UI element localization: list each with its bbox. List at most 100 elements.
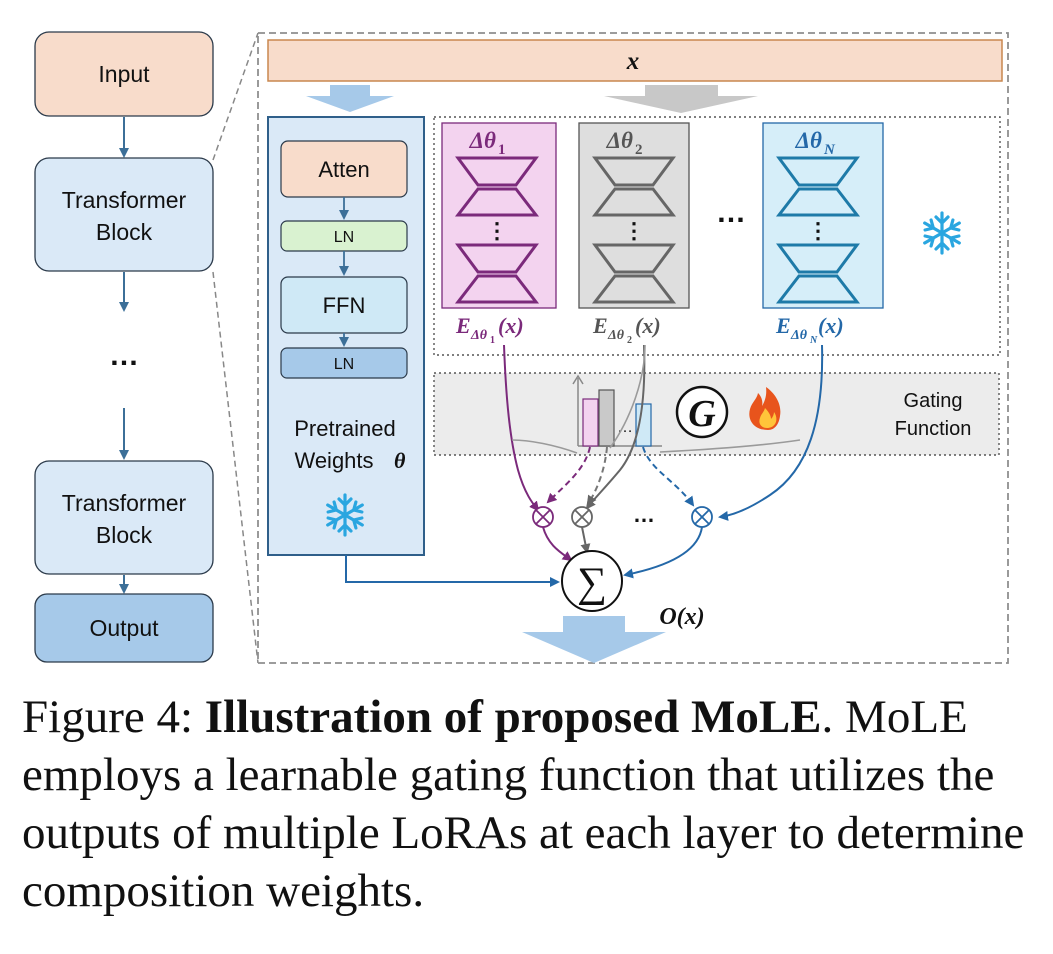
expert-n: Δθ N ⋮ E Δθ N (x) bbox=[762, 122, 884, 346]
caption-title-period: . bbox=[821, 691, 834, 743]
output-box bbox=[34, 593, 214, 663]
expert-n-output-subsub: N bbox=[809, 335, 818, 346]
gating-bar-1 bbox=[582, 398, 599, 447]
expert-1-output-subsub: 1 bbox=[490, 335, 495, 346]
expert-2-dots: ⋮ bbox=[623, 218, 645, 243]
output-down-arrow bbox=[522, 616, 666, 663]
multiply-2 bbox=[571, 506, 593, 528]
flow-expert-1-to-gating bbox=[511, 439, 578, 454]
input-x-bar bbox=[267, 39, 1003, 82]
gating-bar-2 bbox=[598, 389, 615, 447]
transformer-block-1 bbox=[34, 157, 214, 272]
gating-chart-yaxis-arrowhead bbox=[572, 374, 584, 385]
expert-1-header-sub: 1 bbox=[498, 142, 506, 158]
gating-g-symbol: G bbox=[688, 393, 716, 435]
expert-n-output-arg: (x) bbox=[818, 313, 844, 338]
caption-title: Illustration of proposed MoLE bbox=[204, 691, 822, 743]
stack-ellipsis: … bbox=[109, 339, 139, 372]
expert-2-down-trapezoid-2 bbox=[592, 243, 676, 274]
expert-1-output-sub: Δθ bbox=[470, 328, 488, 343]
ffn-label: FFN bbox=[323, 293, 366, 318]
expert-1-output-arg: (x) bbox=[498, 313, 524, 338]
expert-n-output-e: E bbox=[775, 313, 791, 338]
blue-down-arrow bbox=[306, 85, 394, 112]
multiply-n bbox=[691, 506, 713, 528]
caption-figure-number: Figure 4: bbox=[22, 691, 194, 743]
sum-symbol: ∑ bbox=[577, 560, 607, 606]
flow-expert-1-to-mult-1 bbox=[503, 344, 540, 512]
expert-1-output-label: E Δθ 1 (x) bbox=[455, 313, 524, 346]
caption-body: MoLE employs a learnable gating function… bbox=[22, 691, 1025, 917]
expert-2-output-label: E Δθ 2 (x) bbox=[592, 313, 661, 346]
expert-n-output-label: E Δθ N (x) bbox=[775, 313, 844, 346]
expert-1-up-trapezoid bbox=[454, 187, 540, 217]
expert-1: Δθ 1 ⋮ E Δθ 1 (x) bbox=[441, 122, 557, 346]
gate-weight-n-flow bbox=[642, 446, 695, 507]
expert-1-dots: ⋮ bbox=[486, 218, 508, 243]
gating-label-line1: Gating bbox=[904, 390, 963, 412]
ln2-label: LN bbox=[334, 356, 354, 373]
transformer-block-2 bbox=[34, 460, 214, 575]
ln1-label: LN bbox=[334, 229, 354, 246]
flow-expert-2-to-gating bbox=[609, 344, 646, 449]
flow-mult-2-to-sum bbox=[580, 526, 591, 554]
flow-mult-n-to-sum bbox=[623, 526, 703, 579]
theta-symbol: θ bbox=[394, 448, 406, 473]
gate-weight-2-flow bbox=[586, 446, 608, 506]
expert-1-down-trapezoid-2 bbox=[455, 243, 539, 274]
expert-2-output-subsub: 2 bbox=[627, 335, 632, 346]
pretrained-panel: Atten LN FFN LN Pretrained Weights θ bbox=[267, 116, 425, 556]
expert-2-output-sub: Δθ bbox=[607, 328, 625, 343]
expert-n-up-trapezoid-2 bbox=[775, 274, 861, 304]
zoom-line-top bbox=[212, 32, 259, 161]
input-x-label: x bbox=[626, 48, 640, 75]
expert-2-up-trapezoid bbox=[591, 187, 677, 217]
flow-mult-1-to-sum bbox=[542, 526, 573, 562]
gating-label-line2: Function bbox=[895, 418, 972, 440]
expert-n-down-trapezoid-2 bbox=[776, 243, 860, 274]
transformer-block-1-line2: Block bbox=[96, 219, 153, 245]
expert-n-dots: ⋮ bbox=[807, 218, 829, 243]
expert-1-header: Δθ bbox=[469, 128, 496, 153]
expert-n-down-trapezoid bbox=[776, 156, 860, 187]
expert-2-header: Δθ bbox=[606, 128, 633, 153]
zoom-frame bbox=[257, 32, 1009, 664]
expert-2-header-sub: 2 bbox=[635, 142, 643, 158]
figure-caption: Figure 4: Illustration of proposed MoLE.… bbox=[22, 688, 1037, 920]
transformer-block-2-line2: Block bbox=[96, 522, 153, 548]
expert-2-output-arg: (x) bbox=[635, 313, 661, 338]
output-ox-label: O(x) bbox=[659, 604, 704, 630]
output-label: Output bbox=[89, 615, 159, 641]
multiply-1 bbox=[532, 506, 554, 528]
expert-n-header: Δθ bbox=[795, 128, 822, 153]
gray-down-arrow bbox=[604, 85, 758, 113]
experts-ellipsis: … bbox=[716, 196, 746, 229]
pretrained-label-line1: Pretrained bbox=[294, 416, 396, 441]
expert-2-down-trapezoid bbox=[592, 156, 676, 187]
transformer-block-1-line1: Transformer bbox=[62, 187, 187, 213]
mole-diagram: Input Transformer Block … Transformer Bl… bbox=[34, 31, 1009, 664]
gate-weight-1-flow bbox=[546, 446, 591, 504]
gating-g-circle bbox=[675, 385, 729, 439]
sum-circle bbox=[561, 550, 623, 612]
experts-frame bbox=[433, 116, 1001, 356]
fire-icon bbox=[749, 387, 781, 430]
flow-expert-n-to-mult-n bbox=[718, 344, 824, 521]
snowflake-icon-experts bbox=[923, 211, 961, 255]
flow-expert-n-to-gating bbox=[659, 439, 801, 453]
gating-bar-n bbox=[635, 403, 652, 447]
snowflake-icon bbox=[326, 493, 364, 537]
expert-n-header-sub: N bbox=[823, 142, 836, 158]
expert-1-up-trapezoid-2 bbox=[454, 274, 540, 304]
expert-2-output-e: E bbox=[592, 313, 608, 338]
ln2-box bbox=[280, 347, 408, 379]
flow-pretrained-to-sum bbox=[345, 555, 560, 587]
expert-1-down-trapezoid bbox=[455, 156, 539, 187]
gating-weights-chart: … bbox=[572, 374, 662, 447]
expert-n-output-sub: Δθ bbox=[790, 328, 808, 343]
left-stack: Input Transformer Block … Transformer Bl… bbox=[34, 31, 214, 663]
atten-label: Atten bbox=[318, 157, 369, 182]
zoom-line-bottom bbox=[212, 271, 259, 664]
expert-2: Δθ 2 ⋮ E Δθ 2 (x) bbox=[578, 122, 690, 346]
expert-2-up-trapezoid-2 bbox=[591, 274, 677, 304]
